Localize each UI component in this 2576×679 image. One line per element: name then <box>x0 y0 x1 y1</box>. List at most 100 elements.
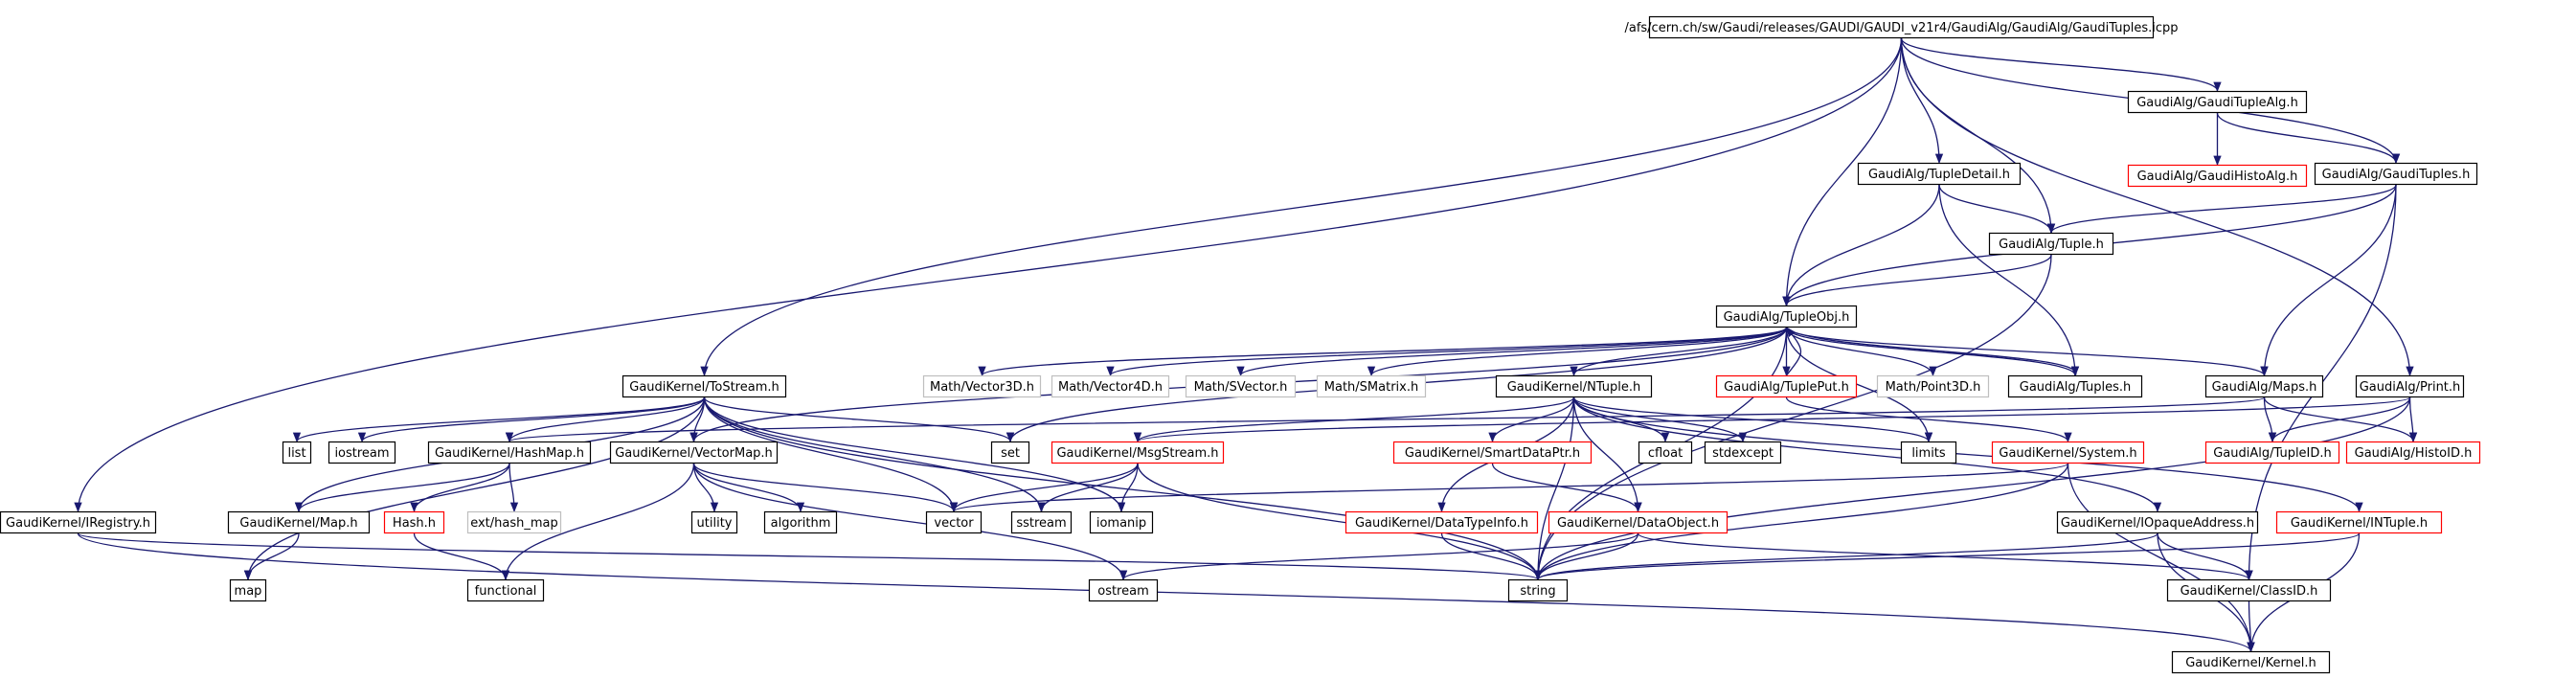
node-box-tupleobj[interactable] <box>1715 305 1858 328</box>
node-root[interactable]: /afs/cern.ch/sw/Gaudi/releases/GAUDI/GAU… <box>1624 15 2179 39</box>
node-cfloat[interactable]: cfloat <box>1638 441 1693 464</box>
node-algorithm[interactable]: algorithm <box>763 510 838 534</box>
node-box-sstream[interactable] <box>1010 510 1073 534</box>
node-string[interactable]: string <box>1507 578 1569 602</box>
node-box-cfloat[interactable] <box>1638 441 1693 464</box>
node-box-system[interactable] <box>1991 441 2145 464</box>
node-limits[interactable]: limits <box>1900 441 1957 464</box>
node-box-datatypeinfo[interactable] <box>1344 510 1539 534</box>
node-box-vector[interactable] <box>925 510 983 534</box>
node-gaudituples[interactable]: GaudiAlg/GaudiTuples.h <box>2314 162 2478 186</box>
node-box-tupleput[interactable] <box>1715 374 1858 398</box>
node-intuple[interactable]: GaudiKernel/INTuple.h <box>2275 510 2443 534</box>
node-box-kernel[interactable] <box>2171 650 2331 674</box>
node-tuple[interactable]: GaudiAlg/Tuple.h <box>1988 232 2114 256</box>
node-msgstream[interactable]: GaudiKernel/MsgStream.h <box>1051 441 1225 464</box>
node-datatypeinfo[interactable]: GaudiKernel/DataTypeInfo.h <box>1344 510 1539 534</box>
node-tupledetail[interactable]: GaudiAlg/TupleDetail.h <box>1857 162 2022 186</box>
node-box-iregistry[interactable] <box>0 510 157 534</box>
node-box-vector4d[interactable] <box>1051 374 1170 398</box>
node-set[interactable]: set <box>990 441 1030 464</box>
node-box-classid[interactable] <box>2166 578 2332 602</box>
node-box-ext_hash_map[interactable] <box>466 510 562 534</box>
node-print[interactable]: GaudiAlg/Print.h <box>2355 374 2465 398</box>
node-box-string[interactable] <box>1507 578 1569 602</box>
node-smatrix[interactable]: Math/SMatrix.h <box>1316 374 1427 398</box>
node-tupleid[interactable]: GaudiAlg/TupleID.h <box>2204 441 2340 464</box>
node-box-dataobject[interactable] <box>1548 510 1729 534</box>
node-histoalg[interactable]: GaudiAlg/GaudiHistoAlg.h <box>2127 164 2308 188</box>
node-box-algorithm[interactable] <box>763 510 838 534</box>
node-iomanip[interactable]: iomanip <box>1089 510 1154 534</box>
node-box-intuple[interactable] <box>2275 510 2443 534</box>
node-map_h[interactable]: GaudiKernel/Map.h <box>227 510 371 534</box>
node-tuplealg[interactable]: GaudiAlg/GaudiTupleAlg.h <box>2127 90 2308 114</box>
node-box-functional[interactable] <box>466 578 545 602</box>
node-tupleput[interactable]: GaudiAlg/TuplePut.h <box>1715 374 1858 398</box>
node-iopaque[interactable]: GaudiKernel/IOpaqueAddress.h <box>2056 510 2259 534</box>
node-list[interactable]: list <box>282 441 312 464</box>
node-dataobject[interactable]: GaudiKernel/DataObject.h <box>1548 510 1729 534</box>
node-box-set[interactable] <box>990 441 1030 464</box>
node-map[interactable]: map <box>229 578 267 602</box>
node-box-tupleid[interactable] <box>2204 441 2340 464</box>
node-functional[interactable]: functional <box>466 578 545 602</box>
node-box-tuplealg[interactable] <box>2127 90 2308 114</box>
node-box-maps[interactable] <box>2204 374 2324 398</box>
node-utility[interactable]: utility <box>690 510 738 534</box>
node-box-vector3d[interactable] <box>922 374 1042 398</box>
node-hash_h[interactable]: Hash.h <box>383 510 445 534</box>
node-box-iostream[interactable] <box>328 441 396 464</box>
node-vector[interactable]: vector <box>925 510 983 534</box>
node-box-vectormap[interactable] <box>609 441 779 464</box>
node-box-tuple[interactable] <box>1988 232 2114 256</box>
node-box-tostream[interactable] <box>621 374 787 398</box>
node-box-map_h[interactable] <box>227 510 371 534</box>
node-classid[interactable]: GaudiKernel/ClassID.h <box>2166 578 2332 602</box>
node-box-svector[interactable] <box>1185 374 1297 398</box>
node-system[interactable]: GaudiKernel/System.h <box>1991 441 2145 464</box>
node-point3d[interactable]: Math/Point3D.h <box>1876 374 1990 398</box>
node-box-ostream[interactable] <box>1088 578 1159 602</box>
node-smartdataptr[interactable]: GaudiKernel/SmartDataPtr.h <box>1392 441 1593 464</box>
node-box-histoid[interactable] <box>2345 441 2481 464</box>
node-tostream[interactable]: GaudiKernel/ToStream.h <box>621 374 787 398</box>
node-box-root[interactable] <box>1648 15 2155 39</box>
node-iostream[interactable]: iostream <box>328 441 396 464</box>
node-box-histoalg[interactable] <box>2127 164 2308 188</box>
node-box-msgstream[interactable] <box>1051 441 1225 464</box>
node-box-hash_h[interactable] <box>383 510 445 534</box>
node-tupleobj[interactable]: GaudiAlg/TupleObj.h <box>1715 305 1858 328</box>
node-box-iomanip[interactable] <box>1089 510 1154 534</box>
node-vector4d[interactable]: Math/Vector4D.h <box>1051 374 1170 398</box>
node-box-point3d[interactable] <box>1876 374 1990 398</box>
node-box-limits[interactable] <box>1900 441 1957 464</box>
node-iregistry[interactable]: GaudiKernel/IRegistry.h <box>0 510 157 534</box>
node-box-smartdataptr[interactable] <box>1392 441 1593 464</box>
node-sstream[interactable]: sstream <box>1010 510 1073 534</box>
node-box-print[interactable] <box>2355 374 2465 398</box>
node-box-ntuple[interactable] <box>1495 374 1653 398</box>
node-box-utility[interactable] <box>690 510 738 534</box>
node-kernel[interactable]: GaudiKernel/Kernel.h <box>2171 650 2331 674</box>
node-hashmap[interactable]: GaudiKernel/HashMap.h <box>427 441 592 464</box>
node-box-gaudituples[interactable] <box>2314 162 2478 186</box>
node-tuples[interactable]: GaudiAlg/Tuples.h <box>2007 374 2143 398</box>
node-box-tuples[interactable] <box>2007 374 2143 398</box>
node-vector3d[interactable]: Math/Vector3D.h <box>922 374 1042 398</box>
node-box-stdexcept[interactable] <box>1704 441 1782 464</box>
node-box-map[interactable] <box>229 578 267 602</box>
node-histoid[interactable]: GaudiAlg/HistoID.h <box>2345 441 2481 464</box>
node-maps[interactable]: GaudiAlg/Maps.h <box>2204 374 2324 398</box>
node-ostream[interactable]: ostream <box>1088 578 1159 602</box>
node-box-smatrix[interactable] <box>1316 374 1427 398</box>
node-ext_hash_map[interactable]: ext/hash_map <box>466 510 562 534</box>
node-vectormap[interactable]: GaudiKernel/VectorMap.h <box>609 441 779 464</box>
node-stdexcept[interactable]: stdexcept <box>1704 441 1782 464</box>
node-box-list[interactable] <box>282 441 312 464</box>
node-svector[interactable]: Math/SVector.h <box>1185 374 1297 398</box>
node-box-hashmap[interactable] <box>427 441 592 464</box>
node-ntuple[interactable]: GaudiKernel/NTuple.h <box>1495 374 1653 398</box>
node-box-iopaque[interactable] <box>2056 510 2259 534</box>
node-box-tupledetail[interactable] <box>1857 162 2022 186</box>
